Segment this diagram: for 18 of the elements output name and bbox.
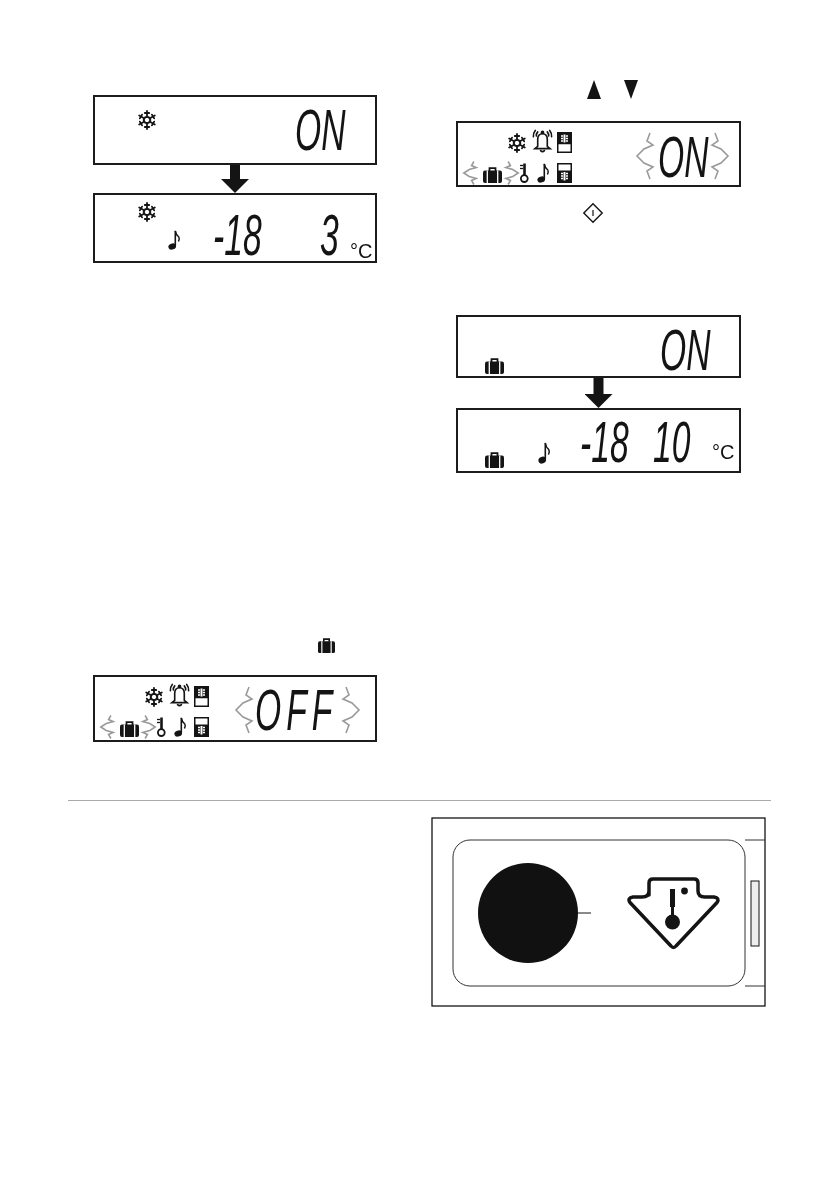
unit-label: °C xyxy=(350,242,373,260)
lcd-reading: 10 xyxy=(653,417,691,467)
lcd-reading: OFF xyxy=(255,685,338,735)
lcd-display xyxy=(93,95,377,165)
lcd-reading: -18 xyxy=(213,210,262,260)
lcd-reading: ON xyxy=(295,105,346,155)
lcd-reading: ON xyxy=(660,325,711,375)
lcd-display xyxy=(456,315,741,378)
flow-arrow xyxy=(584,378,613,408)
lcd-display xyxy=(456,121,741,187)
unit-label: °C xyxy=(712,443,735,461)
lcd-reading: ON xyxy=(658,132,709,182)
flow-arrow xyxy=(221,165,249,193)
lcd-display xyxy=(93,193,377,263)
lcd-reading: 3 xyxy=(320,210,339,260)
lcd-reading: -18 xyxy=(580,417,629,467)
lcd-display xyxy=(93,675,377,742)
lcd-display xyxy=(456,408,741,473)
